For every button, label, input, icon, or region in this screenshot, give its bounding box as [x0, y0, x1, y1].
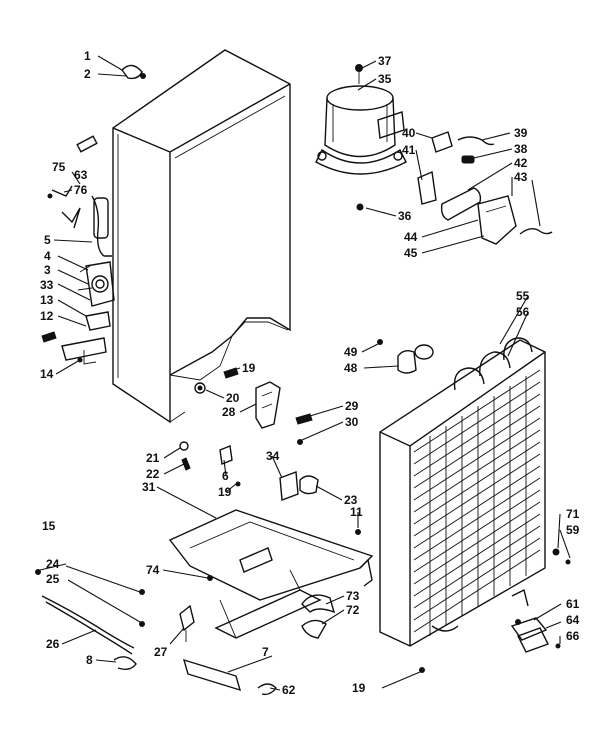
- callout-61: 61: [566, 597, 580, 611]
- callout-28: 28: [222, 405, 236, 419]
- callout-75: 75: [52, 160, 66, 174]
- callout-42: 42: [514, 156, 528, 170]
- callout-19: 19: [352, 681, 366, 695]
- callout-40: 40: [402, 126, 416, 140]
- callout-29: 29: [345, 399, 359, 413]
- callout-6: 6: [222, 469, 229, 483]
- callout-76: 76: [74, 183, 88, 197]
- left-side-parts: [41, 64, 146, 365]
- callout-12: 12: [40, 309, 54, 323]
- condenser-coil: [379, 337, 546, 647]
- callout-66: 66: [566, 629, 580, 643]
- callout-19: 19: [242, 361, 256, 375]
- callout-25: 25: [46, 572, 60, 586]
- callout-35: 35: [378, 72, 392, 86]
- callout-27: 27: [154, 645, 168, 659]
- callout-20: 20: [226, 391, 240, 405]
- callout-72: 72: [346, 603, 360, 617]
- callout-24: 24: [46, 557, 60, 571]
- callout-48: 48: [344, 361, 358, 375]
- callout-43: 43: [514, 170, 528, 184]
- compressor: [315, 64, 407, 211]
- callout-21: 21: [146, 451, 160, 465]
- callout-11: 11: [350, 505, 363, 519]
- callout-1: 1: [84, 49, 91, 63]
- callout-4: 4: [44, 249, 51, 263]
- callout-63: 63: [74, 168, 88, 182]
- base-frame: [168, 509, 374, 639]
- callout-64: 64: [566, 613, 580, 627]
- callout-45: 45: [404, 246, 418, 260]
- callout-37: 37: [378, 54, 392, 68]
- callout-38: 38: [514, 142, 528, 156]
- callout-73: 73: [346, 589, 360, 603]
- bottom-right-parts: [419, 548, 571, 673]
- bottom-left-parts: [35, 569, 336, 696]
- callout-5: 5: [44, 233, 51, 247]
- callout-41: 41: [402, 143, 416, 157]
- callout-26: 26: [46, 637, 60, 651]
- callout-44: 44: [404, 230, 418, 244]
- callout-15: 15: [42, 519, 56, 533]
- callout-8: 8: [86, 653, 93, 667]
- callout-62: 62: [282, 683, 296, 697]
- callout-19: 19: [218, 485, 232, 499]
- refrigerator-cabinet: [112, 49, 291, 424]
- leader-lines: [39, 55, 571, 691]
- callout-33: 33: [40, 278, 54, 292]
- callout-14: 14: [40, 367, 54, 381]
- callout-22: 22: [146, 467, 160, 481]
- callout-49: 49: [344, 345, 358, 359]
- callout-71: 71: [566, 507, 580, 521]
- callout-23: 23: [344, 493, 358, 507]
- callout-13: 13: [40, 293, 54, 307]
- callout-labels: 1 2 37 35 75 63 76 5 4 3 33 13 12 14 40 …: [40, 49, 580, 697]
- callout-39: 39: [514, 126, 528, 140]
- callout-36: 36: [398, 209, 412, 223]
- callout-55: 55: [516, 289, 530, 303]
- callout-74: 74: [146, 563, 160, 577]
- callout-31: 31: [142, 480, 156, 494]
- callout-34: 34: [266, 449, 280, 463]
- center-small-parts: [179, 339, 434, 535]
- callout-7: 7: [262, 645, 269, 659]
- callout-30: 30: [345, 415, 359, 429]
- callout-59: 59: [566, 523, 580, 537]
- callout-56: 56: [516, 305, 530, 319]
- callout-3: 3: [44, 263, 51, 277]
- callout-2: 2: [84, 67, 91, 81]
- electrical-components: [417, 131, 553, 245]
